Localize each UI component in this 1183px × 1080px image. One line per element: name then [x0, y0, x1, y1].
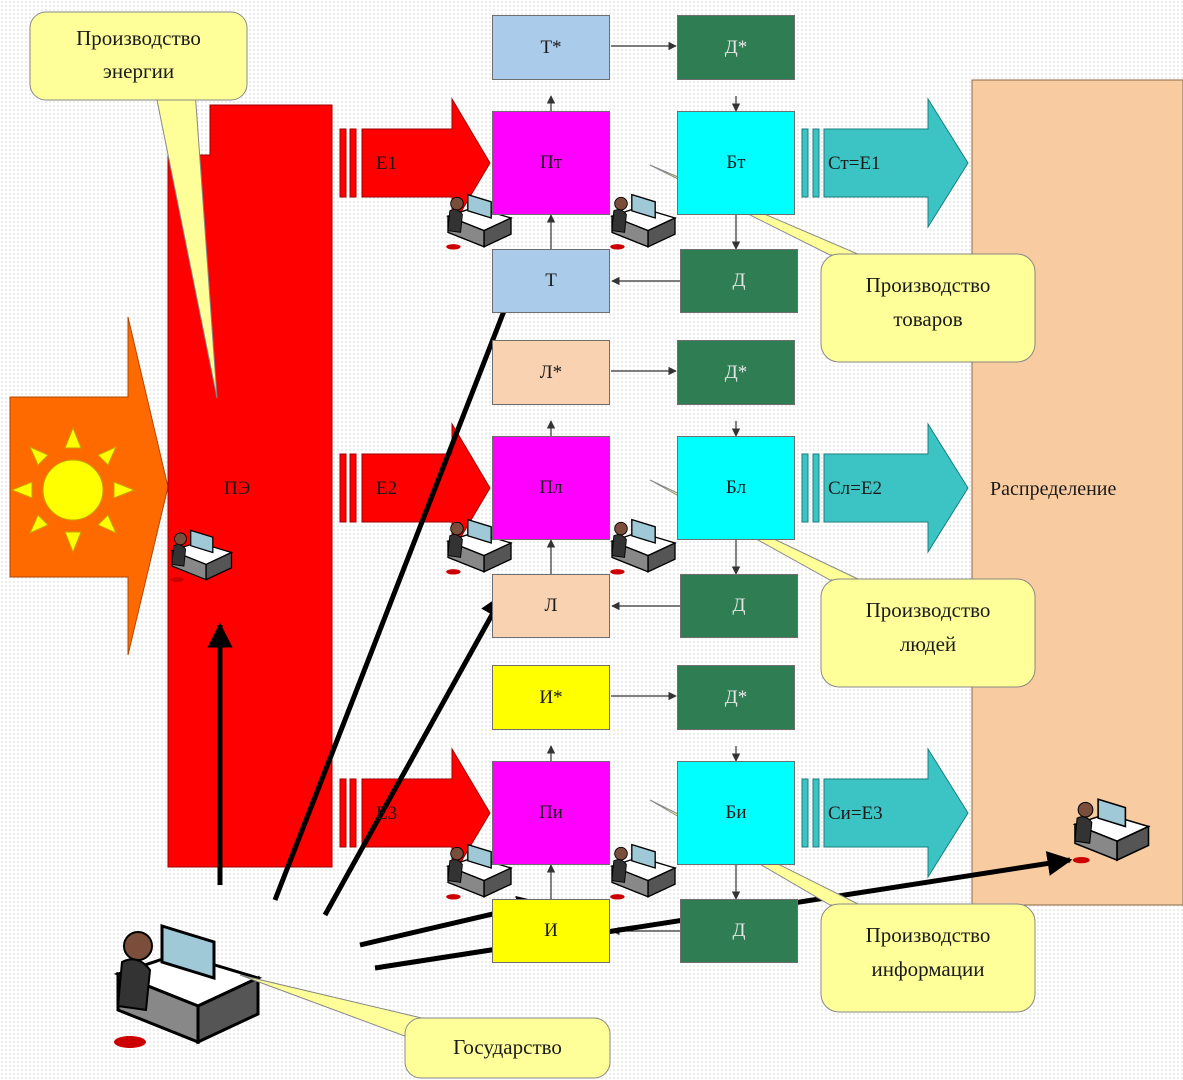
input-arrow-stripe	[349, 778, 357, 848]
input-label: E1	[376, 153, 398, 174]
production-box: Пи	[492, 761, 610, 865]
input-label: E3	[376, 803, 398, 824]
output-arrow-stripe	[801, 128, 809, 198]
operator-computer-icon	[446, 518, 513, 575]
people-callout-line1: Производство	[865, 598, 991, 622]
operator-computer-icon	[446, 193, 513, 250]
output-label: Ст=E1	[828, 153, 881, 174]
energy-callout-line1: Производство	[76, 26, 201, 50]
upper-right-money-box: Д*	[677, 15, 795, 80]
sun-icon	[10, 426, 136, 554]
callout-people	[820, 578, 1036, 688]
info-callout-text: Производство информации	[821, 918, 1035, 986]
output-arrow-stripe	[801, 453, 809, 523]
output-arrow	[823, 747, 969, 879]
output-arrow-stripe	[801, 778, 809, 848]
info-callout-line1: Производство	[865, 923, 991, 947]
energy-callout-text: Производство энергии	[30, 22, 247, 88]
upper-left-box: Л*	[492, 340, 610, 405]
callout-state	[404, 1017, 611, 1079]
bank-box: Бл	[677, 436, 795, 540]
operator-computer-icon	[610, 843, 677, 900]
lower-left-box: И	[492, 899, 610, 963]
production-box: Пл	[492, 436, 610, 540]
pe-label: ПЭ	[224, 478, 251, 499]
output-label: Сл=E2	[828, 478, 882, 499]
input-arrow-stripe	[339, 778, 347, 848]
bank-box: Бт	[677, 111, 795, 215]
upper-right-money-box: Д*	[677, 665, 795, 730]
energy-callout-line2: энергии	[102, 59, 175, 83]
distribution-label: Распределение	[990, 478, 1117, 500]
info-callout-line2: информации	[871, 957, 985, 981]
callout-goods	[820, 253, 1036, 363]
people-callout-line2: людей	[899, 632, 957, 656]
goods-callout-line2: товаров	[893, 307, 963, 331]
output-arrow	[823, 422, 969, 554]
operator-computer-icon	[610, 193, 677, 250]
upper-left-box: Т*	[492, 15, 610, 80]
output-arrow	[823, 97, 969, 229]
state-callout-text: Государство	[453, 1035, 562, 1059]
lower-right-money-box: Д	[680, 249, 798, 313]
operator-computer-icon	[610, 518, 677, 575]
operator-computer-icon	[1072, 798, 1151, 864]
callout-energy	[29, 11, 248, 101]
output-arrow-stripe	[812, 778, 820, 848]
output-label: Си=E3	[828, 803, 883, 824]
input-arrow-stripe	[339, 128, 347, 198]
production-box: Пт	[492, 111, 610, 215]
lower-right-money-box: Д	[680, 574, 798, 638]
goods-callout-line1: Производство	[865, 273, 991, 297]
people-callout-text: Производство людей	[821, 593, 1035, 661]
operator-computer-icon	[170, 529, 234, 583]
callout-info	[820, 903, 1036, 1013]
operator-computer-icon	[446, 843, 513, 900]
goods-callout-text: Производство товаров	[821, 268, 1035, 336]
lower-right-money-box: Д	[680, 899, 798, 963]
bank-box: Би	[677, 761, 795, 865]
distribution-panel	[971, 79, 1183, 906]
output-arrow-stripe	[812, 453, 820, 523]
upper-right-money-box: Д*	[677, 340, 795, 405]
input-arrow-stripe	[349, 128, 357, 198]
input-arrow-stripe	[339, 453, 347, 523]
lower-left-box: Т	[492, 249, 610, 313]
upper-left-box: И*	[492, 665, 610, 730]
input-label: E2	[376, 478, 398, 499]
lower-left-box: Л	[492, 574, 610, 638]
operator-computer-icon	[113, 923, 263, 1048]
output-arrow-stripe	[812, 128, 820, 198]
input-arrow-stripe	[349, 453, 357, 523]
